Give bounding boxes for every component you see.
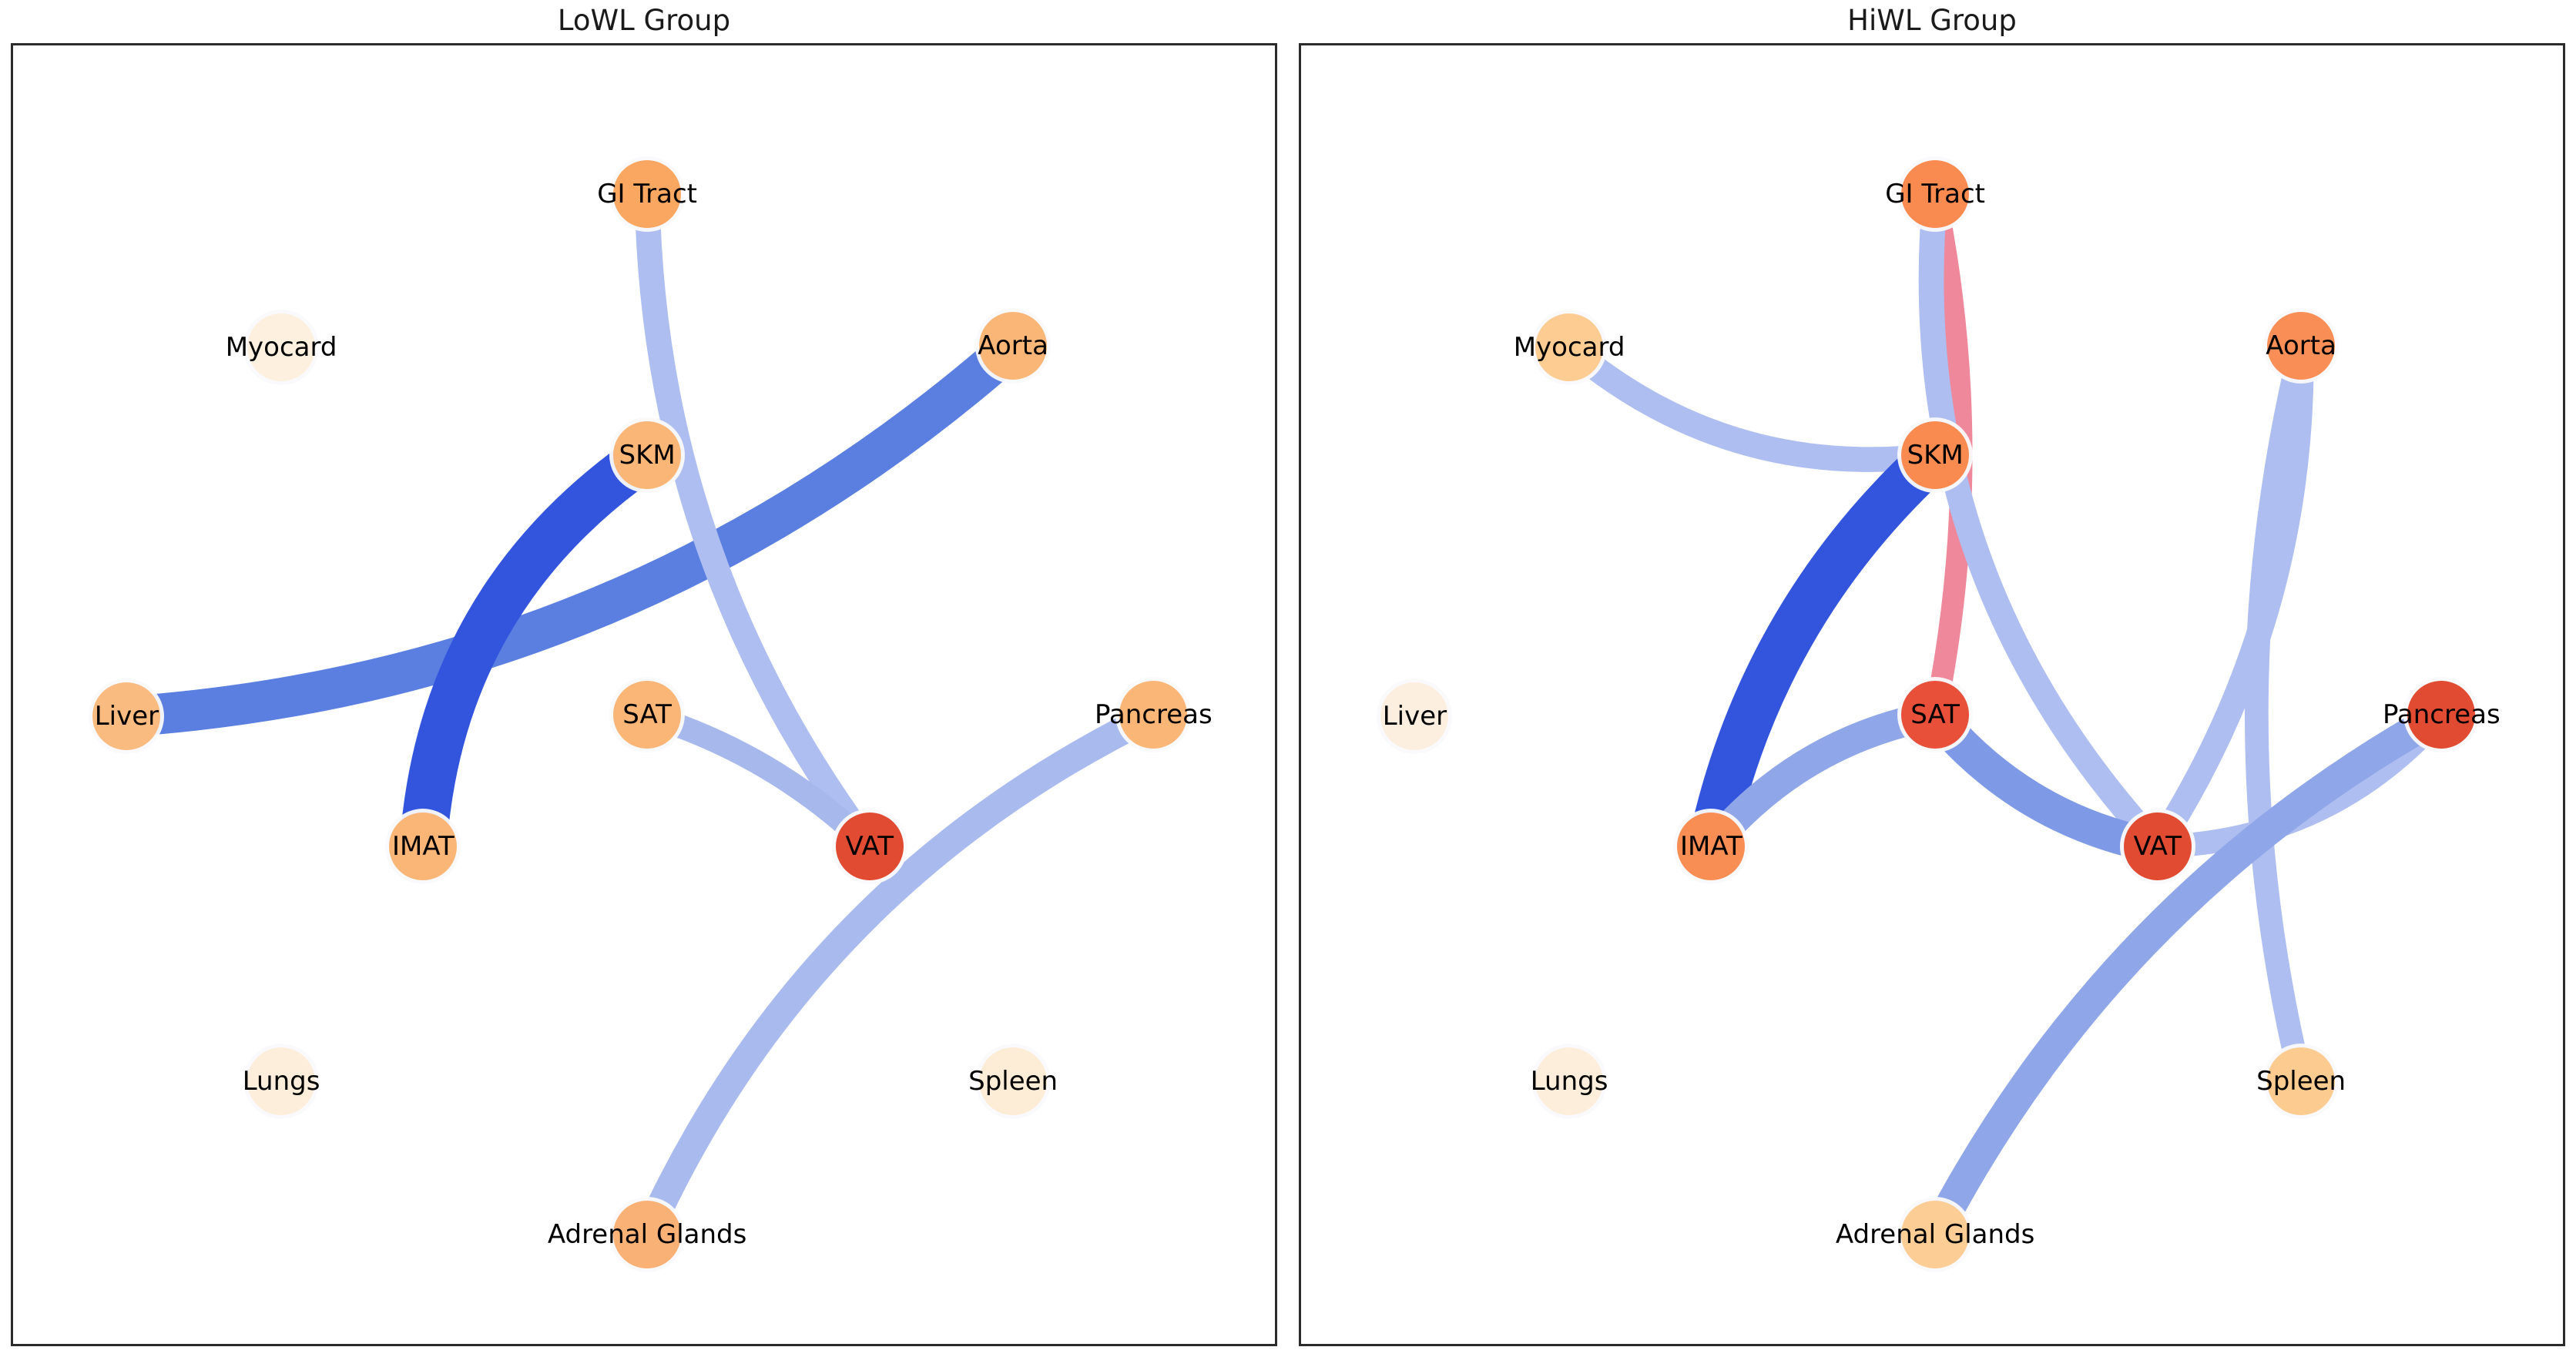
node-label-sat: SAT — [1910, 699, 1960, 731]
node-label-skm: SKM — [619, 440, 676, 471]
edge-skm-imat — [1687, 431, 1959, 870]
node-myocard[interactable]: Myocard — [226, 313, 337, 382]
node-pancreas[interactable]: Pancreas — [2383, 681, 2501, 749]
node-adrenal[interactable]: Adrenal Glands — [1836, 1200, 2034, 1268]
node-liver[interactable]: Liver — [92, 682, 161, 751]
node-skm[interactable]: SKM — [613, 421, 682, 490]
node-label-aorta: Aorta — [978, 330, 1048, 361]
node-vat[interactable]: VAT — [2123, 813, 2192, 881]
edge-gi-vat — [634, 181, 883, 859]
node-label-lungs: Lungs — [1530, 1065, 1608, 1097]
node-label-aorta: Aorta — [2266, 330, 2336, 361]
node-label-liver: Liver — [1382, 701, 1447, 732]
node-label-sat: SAT — [622, 699, 672, 731]
node-adrenal[interactable]: Adrenal Glands — [548, 1200, 746, 1268]
panel-title-hiwl: HiWL Group — [1847, 4, 2017, 37]
node-label-spleen: Spleen — [2256, 1065, 2346, 1097]
node-gi[interactable]: GI Tract — [597, 159, 697, 228]
node-label-vat: VAT — [2133, 831, 2182, 863]
node-liver[interactable]: Liver — [1380, 682, 1449, 751]
node-vat[interactable]: VAT — [835, 813, 904, 881]
node-aorta[interactable]: Aorta — [2266, 312, 2336, 380]
node-imat[interactable]: IMAT — [389, 813, 458, 881]
node-spleen[interactable]: Spleen — [968, 1047, 1058, 1115]
node-label-imat: IMAT — [1679, 831, 1742, 863]
node-pancreas[interactable]: Pancreas — [1095, 681, 1213, 749]
node-label-imat: IMAT — [391, 831, 454, 863]
node-label-vat: VAT — [845, 831, 894, 863]
edge-pancreas-adrenal — [632, 701, 1168, 1249]
node-sat[interactable]: SAT — [613, 681, 682, 749]
edge-layer-hiwl — [1556, 181, 2457, 1251]
edge-skm-imat — [399, 431, 671, 870]
node-label-lungs: Lungs — [242, 1065, 320, 1097]
node-label-spleen: Spleen — [968, 1065, 1058, 1097]
edge-aorta-liver — [106, 325, 1034, 737]
edge-aorta-spleen — [2245, 333, 2313, 1093]
node-sat[interactable]: SAT — [1901, 681, 1970, 749]
edge-gi-vat — [1918, 181, 2171, 859]
node-skm[interactable]: SKM — [1901, 421, 1970, 490]
node-lungs[interactable]: Lungs — [1531, 1047, 1608, 1115]
edge-myocard-skm — [1556, 334, 1948, 472]
node-label-skm: SKM — [1907, 440, 1964, 471]
edge-layer-lowl — [106, 181, 1168, 1249]
edge-sat-vat — [1917, 698, 2175, 864]
node-spleen[interactable]: Spleen — [2256, 1047, 2346, 1115]
node-lungs[interactable]: Lungs — [243, 1047, 320, 1115]
node-myocard[interactable]: Myocard — [1514, 313, 1625, 382]
panel-title-lowl: LoWL Group — [557, 4, 731, 37]
node-gi[interactable]: GI Tract — [1885, 159, 1985, 228]
edge-pancreas-adrenal — [1919, 699, 2457, 1251]
node-aorta[interactable]: Aorta — [978, 312, 1048, 380]
node-imat[interactable]: IMAT — [1677, 813, 1746, 881]
node-label-liver: Liver — [94, 701, 159, 732]
edge-sat-imat — [1696, 700, 1950, 862]
